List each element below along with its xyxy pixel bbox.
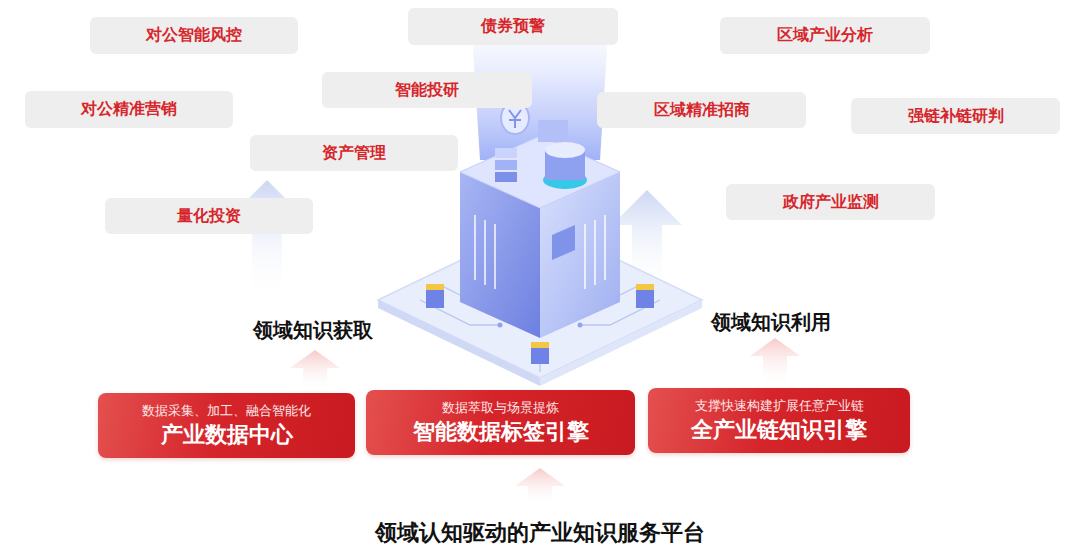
box-title: 智能数据标签引擎 [413, 417, 589, 447]
flow-label: 领域知识获取 [253, 317, 373, 344]
flow-label: 领域知识利用 [711, 309, 831, 336]
box-title: 产业数据中心 [161, 420, 293, 450]
box-subtitle: 支撑快速构建扩展任意产业链 [695, 397, 864, 415]
application-box: 强链补链研判 [851, 98, 1060, 134]
box-label: 对公智能风控 [146, 25, 242, 46]
box-label: 对公精准营销 [81, 99, 177, 120]
box-label: 智能投研 [395, 80, 459, 101]
box-label: 资产管理 [322, 143, 386, 164]
application-box: 区域产业分析 [720, 17, 930, 54]
diagram-title: 领域认知驱动的产业知识服务平台 [375, 518, 705, 548]
application-box: 对公精准营销 [25, 91, 233, 128]
box-label: 债券预警 [481, 16, 545, 37]
application-box: 政府产业监测 [726, 184, 935, 220]
box-subtitle: 数据萃取与场景提炼 [442, 399, 559, 417]
application-box: 对公智能风控 [90, 17, 298, 54]
box-label: 政府产业监测 [783, 192, 879, 213]
application-box: 智能投研 [322, 72, 532, 108]
box-subtitle: 数据采集、加工、融合智能化 [142, 402, 311, 420]
engine-box: 支撑快速构建扩展任意产业链全产业链知识引擎 [648, 388, 910, 453]
box-label: 量化投资 [177, 206, 241, 227]
engine-box: 数据萃取与场景提炼智能数据标签引擎 [366, 390, 635, 455]
application-box: 区域精准招商 [597, 92, 806, 128]
box-title: 全产业链知识引擎 [691, 415, 867, 445]
application-box: 资产管理 [250, 135, 458, 171]
box-label: 区域精准招商 [654, 100, 750, 121]
box-label: 强链补链研判 [908, 106, 1004, 127]
application-box: 量化投资 [105, 198, 313, 234]
engine-box: 数据采集、加工、融合智能化产业数据中心 [98, 393, 355, 458]
application-box: 债券预警 [408, 8, 618, 45]
box-label: 区域产业分析 [777, 25, 873, 46]
